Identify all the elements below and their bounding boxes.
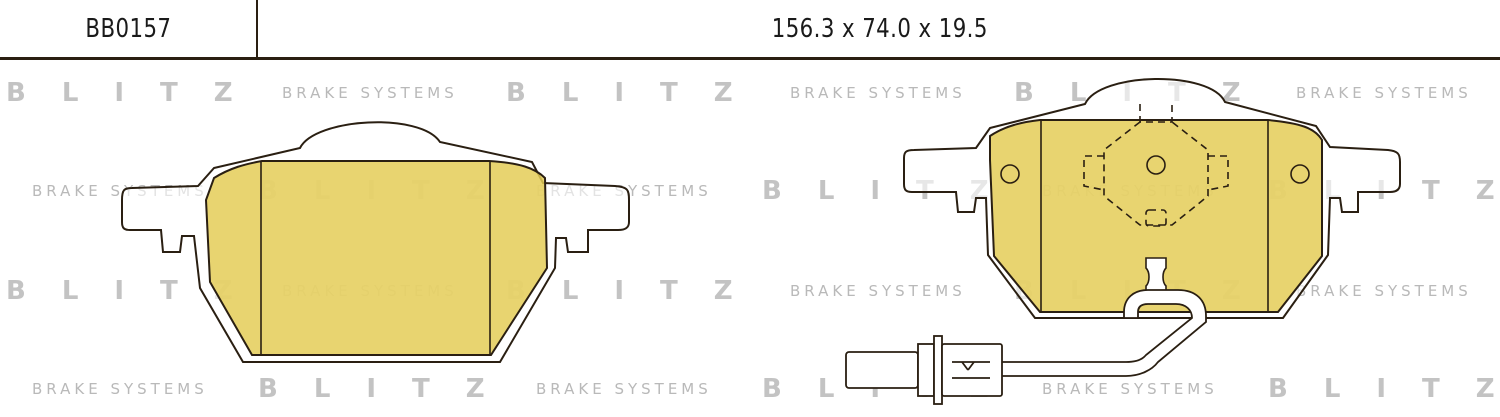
watermark-tagline: BRAKE SYSTEMS bbox=[1296, 282, 1472, 300]
watermark-tagline: BRAKE SYSTEMS bbox=[32, 380, 208, 398]
left-pad-friction-material bbox=[204, 160, 549, 356]
dimensions-text: 156.3 x 74.0 x 19.5 bbox=[771, 13, 989, 44]
part-code-cell: BB0157 bbox=[0, 0, 258, 57]
watermark-brand: BLITZ bbox=[6, 78, 269, 108]
watermark-tagline: BRAKE SYSTEMS bbox=[790, 84, 966, 102]
watermark-brand: BLITZ bbox=[258, 374, 521, 404]
watermark-tagline: BRAKE SYSTEMS bbox=[1042, 380, 1218, 398]
watermark-tagline: BRAKE SYSTEMS bbox=[282, 84, 458, 102]
part-code: BB0157 bbox=[85, 13, 171, 44]
center-hole bbox=[1146, 155, 1166, 175]
watermark-tagline: BRAKE SYSTEMS bbox=[790, 282, 966, 300]
header-bar: BB0157 156.3 x 74.0 x 19.5 bbox=[0, 0, 1500, 60]
watermark-tagline: BRAKE SYSTEMS bbox=[536, 380, 712, 398]
mounting-hole bbox=[1000, 164, 1020, 184]
right-pad-friction-material bbox=[989, 119, 1323, 313]
clip-outline-dashed bbox=[1083, 104, 1229, 227]
wear-sensor-connector bbox=[845, 335, 1003, 405]
watermark-brand: BLITZ bbox=[506, 78, 769, 108]
watermark-brand: BLITZ bbox=[1268, 374, 1495, 404]
dimensions-cell: 156.3 x 74.0 x 19.5 bbox=[260, 0, 1500, 57]
watermark-tagline: BRAKE SYSTEMS bbox=[1296, 84, 1472, 102]
watermark-brand: BLITZ bbox=[6, 276, 269, 306]
wear-sensor-wire bbox=[999, 289, 1207, 377]
mounting-hole bbox=[1290, 164, 1310, 184]
